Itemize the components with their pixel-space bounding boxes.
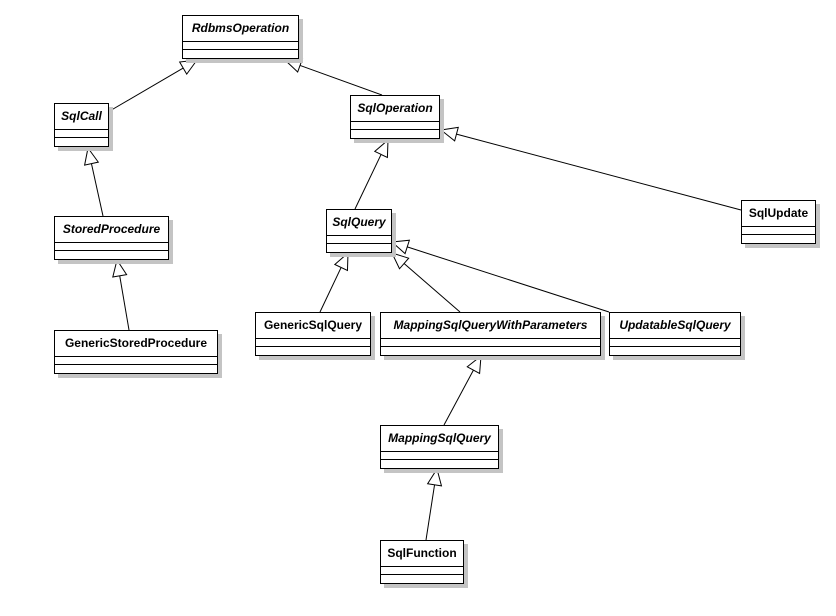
attributes-compartment bbox=[55, 243, 168, 251]
inheritance-arrowhead bbox=[178, 59, 199, 76]
operations-compartment bbox=[381, 347, 600, 355]
inheritance-arrowhead bbox=[373, 138, 389, 159]
operations-compartment bbox=[610, 347, 740, 355]
class-sql-call[interactable]: SqlCall bbox=[54, 103, 109, 147]
operations-compartment bbox=[55, 251, 168, 259]
inheritance-arrowhead bbox=[426, 467, 443, 487]
inheritance-arrowhead bbox=[391, 252, 410, 270]
generalization-line bbox=[319, 267, 342, 313]
attributes-compartment bbox=[610, 339, 740, 347]
class-generic-stored-procedure[interactable]: GenericStoredProcedure bbox=[54, 330, 218, 374]
class-rdbms-operation[interactable]: RdbmsOperation bbox=[182, 15, 299, 59]
operations-compartment bbox=[256, 347, 370, 355]
class-name: UpdatableSqlQuery bbox=[610, 313, 740, 339]
generalization-line bbox=[456, 133, 742, 211]
operations-compartment bbox=[55, 138, 108, 146]
class-sql-update[interactable]: SqlUpdate bbox=[741, 200, 816, 244]
attributes-compartment bbox=[256, 339, 370, 347]
generalization-line bbox=[443, 369, 474, 426]
class-updatable-sql-query[interactable]: UpdatableSqlQuery bbox=[609, 312, 741, 356]
generalization-line bbox=[407, 246, 610, 313]
generalization-line bbox=[403, 263, 461, 313]
attributes-compartment bbox=[351, 122, 439, 130]
attributes-compartment bbox=[381, 339, 600, 347]
class-name: SqlOperation bbox=[351, 96, 439, 122]
class-name: SqlUpdate bbox=[742, 201, 815, 227]
operations-compartment bbox=[183, 50, 298, 58]
class-name: GenericStoredProcedure bbox=[55, 331, 217, 357]
attributes-compartment bbox=[327, 236, 391, 244]
class-sql-function[interactable]: SqlFunction bbox=[380, 540, 464, 584]
class-sql-query[interactable]: SqlQuery bbox=[326, 209, 392, 253]
attributes-compartment bbox=[55, 130, 108, 138]
class-name: RdbmsOperation bbox=[183, 16, 298, 42]
generalization-line bbox=[425, 484, 436, 541]
operations-compartment bbox=[381, 575, 463, 583]
generalization-line bbox=[299, 64, 383, 96]
operations-compartment bbox=[351, 130, 439, 138]
class-name: MappingSqlQueryWithParameters bbox=[381, 313, 600, 339]
inheritance-arrowhead bbox=[466, 354, 482, 375]
attributes-compartment bbox=[742, 227, 815, 235]
inheritance-arrowhead bbox=[112, 258, 128, 278]
class-sql-operation[interactable]: SqlOperation bbox=[350, 95, 440, 139]
class-name: SqlQuery bbox=[327, 210, 391, 236]
operations-compartment bbox=[381, 460, 498, 468]
class-name: GenericSqlQuery bbox=[256, 313, 370, 339]
class-name: SqlFunction bbox=[381, 541, 463, 567]
inheritance-arrowhead bbox=[390, 239, 411, 255]
attributes-compartment bbox=[55, 357, 217, 365]
inheritance-arrowhead bbox=[283, 58, 304, 73]
class-generic-sql-query[interactable]: GenericSqlQuery bbox=[255, 312, 371, 356]
operations-compartment bbox=[742, 235, 815, 243]
generalization-line bbox=[354, 154, 382, 210]
class-mapping-sql-query-with-parameters[interactable]: MappingSqlQueryWithParameters bbox=[380, 312, 601, 356]
attributes-compartment bbox=[183, 42, 298, 50]
class-name: StoredProcedure bbox=[55, 217, 168, 243]
inheritance-arrowhead bbox=[439, 126, 459, 142]
operations-compartment bbox=[55, 365, 217, 373]
class-stored-procedure[interactable]: StoredProcedure bbox=[54, 216, 169, 260]
generalization-line bbox=[107, 67, 184, 113]
class-name: SqlCall bbox=[55, 104, 108, 130]
attributes-compartment bbox=[381, 452, 498, 460]
generalization-line bbox=[119, 275, 130, 331]
generalization-line bbox=[90, 163, 104, 217]
inheritance-arrowhead bbox=[83, 146, 100, 166]
class-mapping-sql-query[interactable]: MappingSqlQuery bbox=[380, 425, 499, 469]
attributes-compartment bbox=[381, 567, 463, 575]
inheritance-arrowhead bbox=[333, 251, 349, 272]
operations-compartment bbox=[327, 244, 391, 252]
class-name: MappingSqlQuery bbox=[381, 426, 498, 452]
